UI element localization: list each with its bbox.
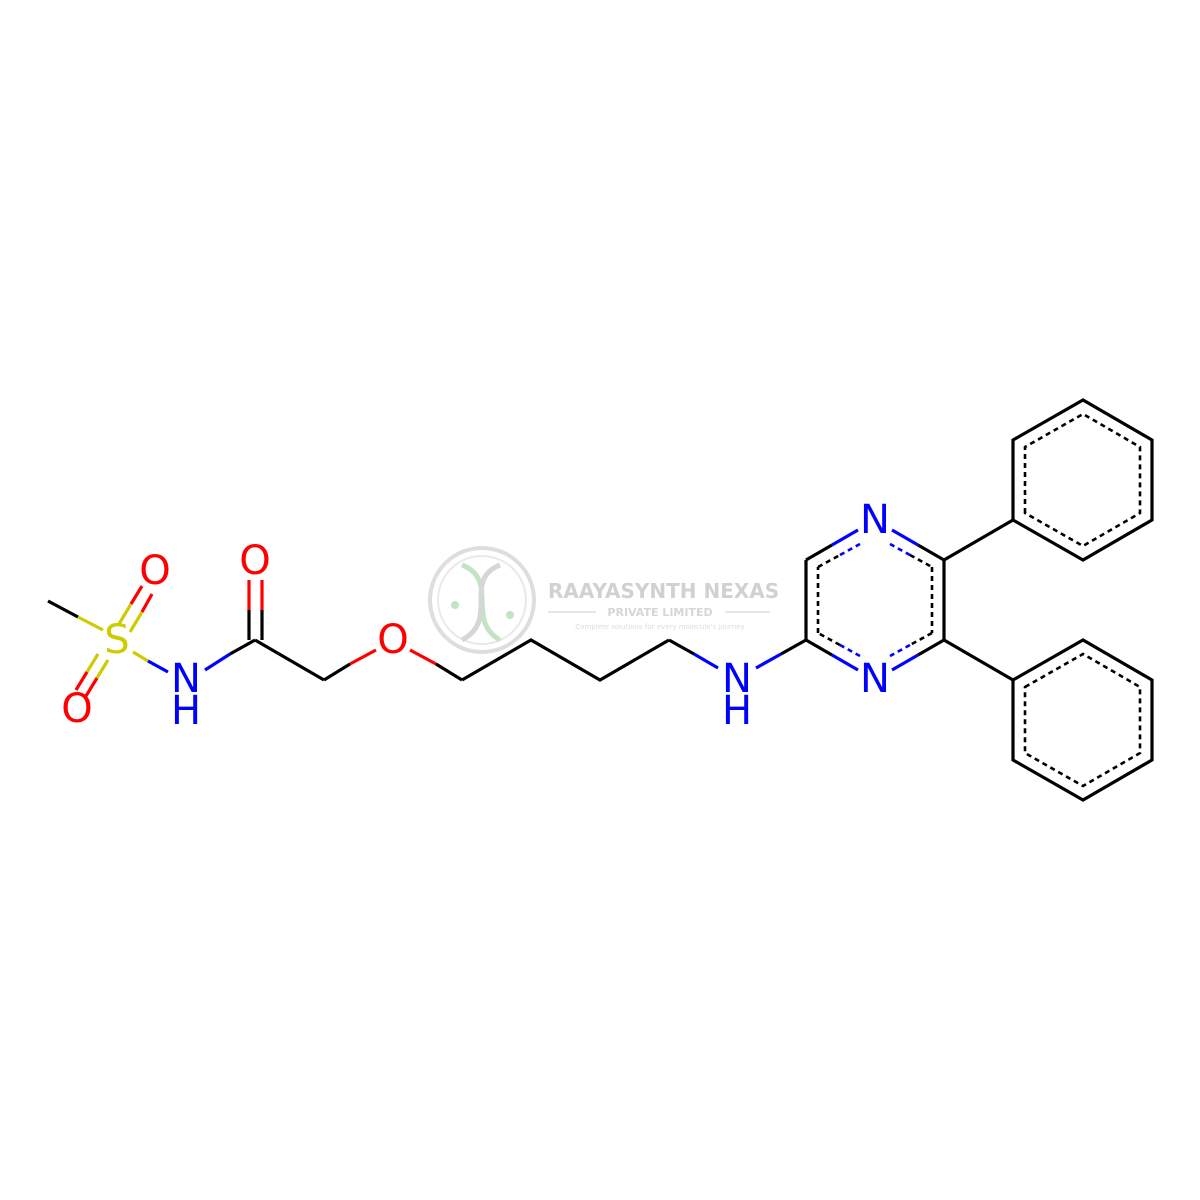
atom-oxygen-ether: O <box>377 617 408 663</box>
atom-hydrogen-sulfonamide: H <box>171 688 201 734</box>
atom-hydrogen-amine: H <box>722 688 752 734</box>
bonds <box>47 398 1154 802</box>
bond-chain-amine <box>668 638 695 656</box>
atom-sulfur: S <box>104 617 129 663</box>
bond-nitrogen-carbonyl <box>204 652 231 672</box>
phenyl-ring-bottom <box>1011 638 1154 802</box>
atom-oxygen-carbonyl: O <box>239 538 270 584</box>
atom-nitrogen-pyrazine-bottom: N <box>860 656 890 702</box>
bond-sulfur-oxygen-top <box>117 603 133 625</box>
watermark-subtitle: PRIVATE LIMITED <box>607 606 712 619</box>
pyrazine-ring <box>804 528 946 672</box>
watermark: RAAYASYNTH NEXAS PRIVATE LIMITED Complet… <box>428 546 779 654</box>
atom-nitrogen-sulfonamide: N <box>171 656 201 702</box>
atom-nitrogen-pyrazine-top: N <box>860 497 890 543</box>
atom-oxygen-sulfonyl-top: O <box>139 548 170 594</box>
bond-sulfur-nitrogen <box>132 650 149 663</box>
atom-oxygen-sulfonyl-bottom: O <box>61 686 92 732</box>
bond-ether-oxygen-chain <box>409 648 437 666</box>
bond-pyrazine-phenyl-top <box>943 518 1014 562</box>
watermark-tagline: Complete solutions for every molecule's … <box>575 623 744 631</box>
bond-amine-pyrazine <box>755 652 782 670</box>
watermark-company: RAAYASYNTH NEXAS <box>548 579 779 603</box>
atom-nitrogen-amine: N <box>722 656 752 702</box>
bond-butyl-chain <box>461 638 670 682</box>
bond-carbonyl-methylene <box>254 638 325 682</box>
bond-methylene-ether-oxygen <box>323 662 351 682</box>
phenyl-ring-top <box>1011 398 1154 562</box>
bond-pyrazine-phenyl-bottom <box>943 638 1014 682</box>
atom-labels: S O O N H O O N H N N <box>61 497 890 734</box>
watermark-logo-icon <box>428 546 536 654</box>
bond-methyl-sulfur <box>47 599 79 619</box>
bond-sulfur-oxygen-bottom <box>85 653 100 673</box>
